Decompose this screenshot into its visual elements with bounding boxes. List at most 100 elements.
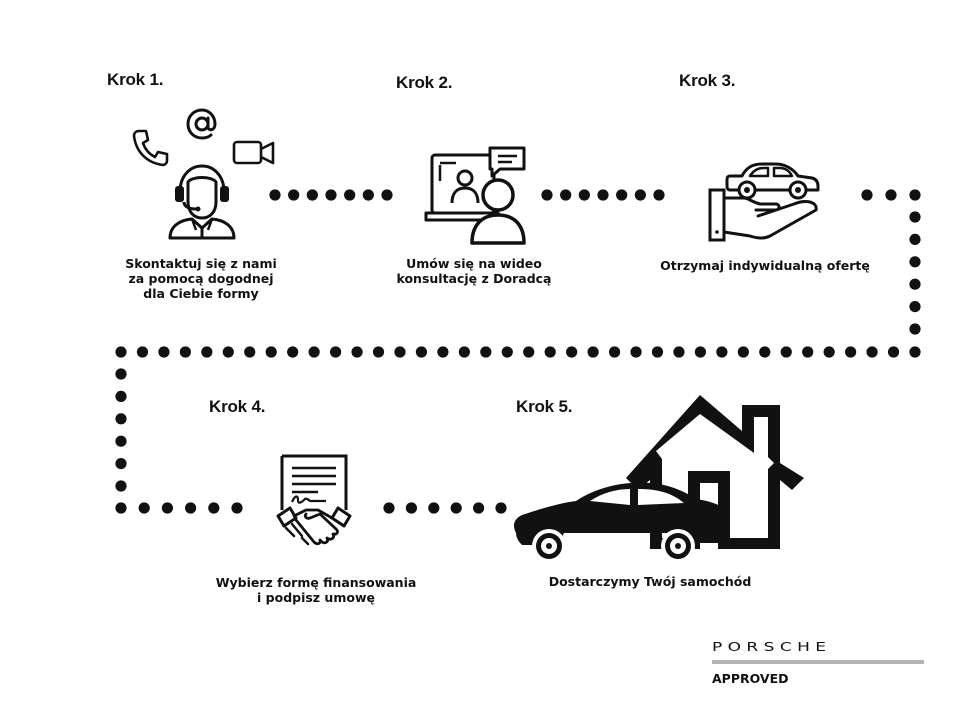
connector-dot — [115, 502, 127, 514]
connector-dot — [523, 346, 535, 358]
step-2-description: Umów się na wideo konsultację z Doradcą — [396, 256, 552, 286]
connector-dot — [231, 502, 243, 514]
connector-dot — [269, 189, 281, 201]
video-camera-icon — [232, 140, 275, 165]
connector-dot — [651, 346, 664, 358]
connector-dot — [115, 458, 127, 470]
connector-dot — [501, 346, 513, 358]
connector-dot — [909, 301, 921, 313]
connector-dot — [208, 502, 220, 514]
connector-dot — [458, 346, 470, 358]
connector-dot — [201, 346, 213, 358]
connector-dot — [845, 346, 857, 358]
car-and-house-icon — [514, 395, 804, 563]
connector-dot — [288, 189, 300, 201]
connector-dot — [737, 346, 749, 358]
connector-dot — [115, 435, 127, 447]
connector-dot — [185, 502, 197, 514]
connector-dot — [115, 480, 127, 492]
connector-dot — [566, 346, 578, 358]
step-3-description: Otrzymaj indywidualną ofertę — [660, 258, 870, 273]
connector-dot — [344, 189, 356, 201]
connector-dot — [673, 346, 685, 358]
step-4-title: Krok 4. — [209, 397, 266, 416]
connector-dot — [450, 502, 462, 514]
step-3-title: Krok 3. — [679, 71, 736, 90]
connector-dot — [909, 346, 921, 358]
connector-dot — [759, 346, 771, 358]
connector-dot — [405, 502, 417, 514]
connector-dot — [630, 346, 642, 358]
connector-dot — [608, 346, 621, 358]
connector-dot — [394, 346, 406, 358]
connector-dot — [495, 502, 507, 514]
connector-dot — [909, 233, 921, 245]
connector-dot — [909, 189, 921, 201]
connector-dot — [716, 346, 728, 358]
connector-dot — [381, 189, 393, 201]
connector-dot — [383, 502, 395, 514]
connector-dot — [265, 346, 277, 358]
connector-dot — [780, 346, 792, 358]
connector-dot — [909, 211, 921, 223]
connector-dot — [351, 346, 363, 358]
connector-dot — [222, 346, 234, 358]
video-consultation-icon — [424, 146, 526, 245]
connector-dot — [115, 368, 127, 380]
step-5-title: Krok 5. — [516, 397, 573, 416]
brand-logo-wordmark: PORSCHE — [712, 640, 832, 655]
hand-offering-car-icon — [708, 162, 820, 242]
connector-dot — [885, 189, 897, 201]
connector-dot — [138, 502, 150, 514]
connector-dot — [244, 346, 256, 358]
phone-icon — [132, 129, 169, 167]
connector-dot — [161, 502, 173, 514]
brand-rule — [712, 660, 924, 664]
connector-dot — [587, 346, 599, 358]
connector-dot — [480, 346, 492, 358]
connector-dot — [308, 346, 320, 358]
connector-dot — [306, 189, 318, 201]
step-1-description: Skontaktuj się z nami za pomocą dogodnej… — [125, 256, 277, 301]
step-5-description: Dostarczymy Twój samochód — [548, 574, 752, 589]
connector-dot — [616, 189, 628, 201]
connector-dot — [428, 502, 440, 514]
connector-dot — [329, 346, 342, 358]
connector-dot — [158, 346, 170, 358]
step-1-title: Krok 1. — [107, 70, 164, 89]
connector-dot — [653, 189, 665, 201]
at-sign-icon — [186, 108, 217, 140]
step-4-description: Wybierz formę finansowania i podpisz umo… — [215, 575, 417, 605]
connector-dot — [866, 346, 878, 358]
connector-dot — [802, 346, 814, 358]
step-2-title: Krok 2. — [396, 73, 453, 92]
brand-tagline: APPROVED — [712, 671, 789, 686]
connector-dot — [541, 189, 553, 201]
connector-dot — [544, 346, 556, 358]
connector-dot — [115, 413, 127, 425]
connector-dot — [597, 189, 609, 201]
connector-dot — [136, 346, 149, 358]
connector-dot — [437, 346, 449, 358]
connector-dot — [909, 323, 921, 335]
connector-dot — [473, 502, 485, 514]
connector-dot — [115, 390, 127, 402]
connector-dot — [861, 189, 873, 201]
connector-dot — [179, 346, 191, 358]
contract-handshake-icon — [276, 454, 352, 546]
connector-dot — [634, 189, 646, 201]
connector-dot — [909, 256, 921, 268]
connector-dot — [560, 189, 572, 201]
connector-dot — [823, 346, 835, 358]
connector-dot — [578, 189, 590, 201]
connector-dot — [372, 346, 385, 358]
connector-dot — [887, 346, 900, 358]
headset-consultant-icon — [168, 164, 236, 240]
connector-dot — [362, 189, 374, 201]
connector-dot — [325, 189, 337, 201]
connector-dot — [415, 346, 428, 358]
connector-dot — [115, 346, 127, 358]
connector-dot — [287, 346, 299, 358]
